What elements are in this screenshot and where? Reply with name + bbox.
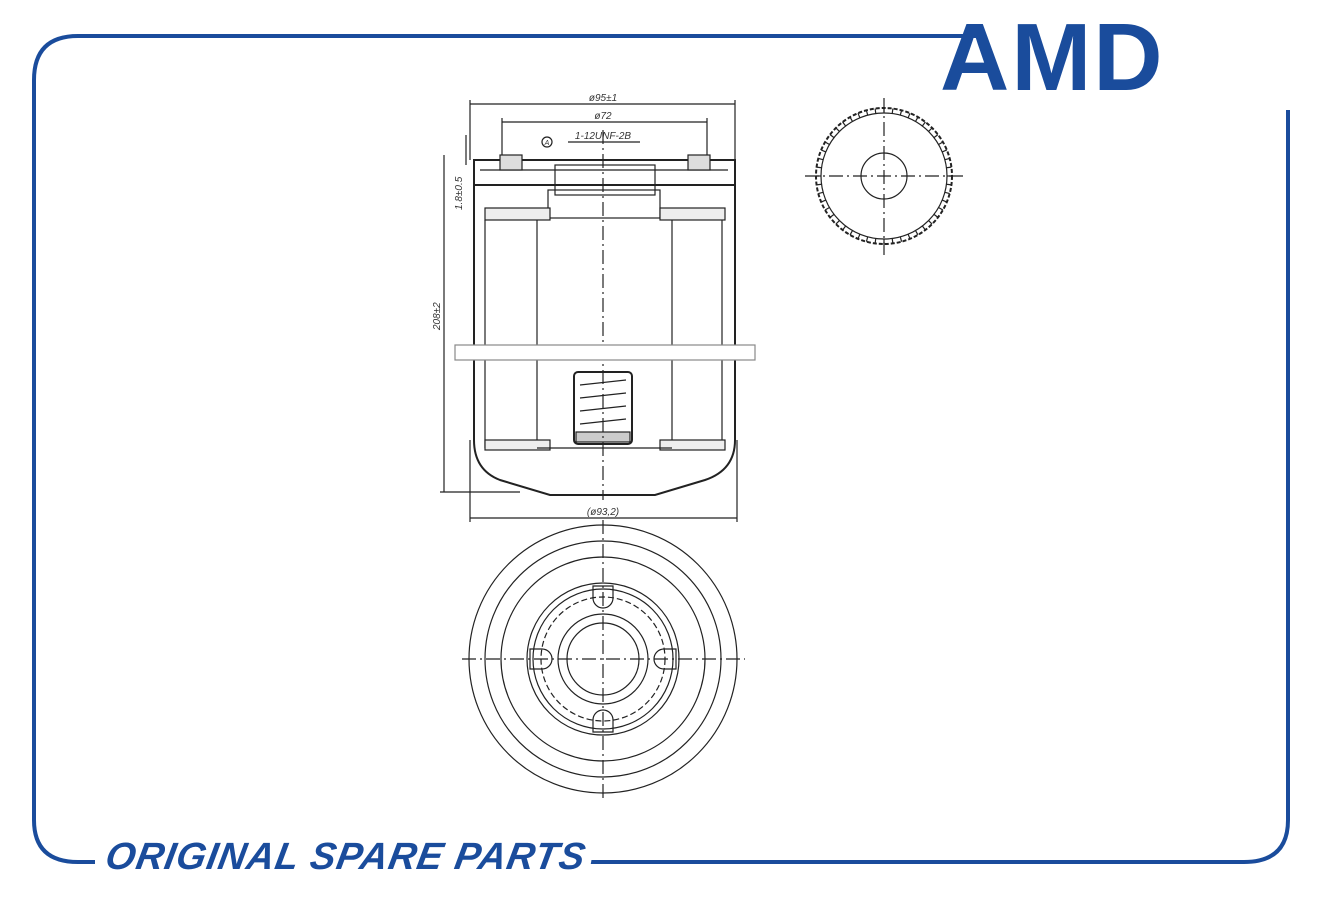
dim-body-diameter: (ø93,2) xyxy=(587,507,619,518)
knurl-tooth xyxy=(818,157,824,161)
knurl-tooth xyxy=(938,141,944,146)
top-view xyxy=(805,98,965,255)
knurl-tooth xyxy=(849,116,854,122)
knurl-tooth xyxy=(928,127,933,132)
knurl-tooth xyxy=(941,199,948,203)
knurl-tooth xyxy=(829,213,835,218)
dim-gasket-height: 1.8±0.5 xyxy=(454,176,465,210)
knurl-tooth xyxy=(835,220,840,225)
knurl-tooth xyxy=(907,233,911,240)
knurl-tooth xyxy=(874,238,877,244)
knurl-tooth xyxy=(891,108,894,114)
tagline: ORIGINAL SPARE PARTS xyxy=(96,836,595,878)
knurl-tooth xyxy=(857,233,861,240)
knurl-tooth xyxy=(899,110,903,116)
knurl-tooth xyxy=(938,206,944,211)
knurl-tooth xyxy=(944,191,950,195)
knurl-tooth xyxy=(921,121,926,127)
knurl-tooth xyxy=(933,213,939,218)
knurl-tooth xyxy=(857,112,861,119)
knurl-tooth xyxy=(914,230,919,236)
dim-thread: 1-12UNF-2B xyxy=(575,131,631,142)
knurl-tooth xyxy=(842,225,847,231)
knurl-tooth xyxy=(824,206,830,211)
knurl-tooth xyxy=(899,236,903,242)
knurl-tooth xyxy=(849,230,854,236)
knurl-tooth xyxy=(816,183,822,186)
dim-outer-diameter: ø95±1 xyxy=(589,93,617,104)
knurl-tooth xyxy=(818,191,824,195)
knurl-tooth xyxy=(835,127,840,132)
knurl-tooth xyxy=(842,121,847,127)
knurl-tooth xyxy=(829,134,835,139)
border-frame xyxy=(32,34,1290,864)
datum-label: A xyxy=(544,140,550,147)
knurl-tooth xyxy=(865,110,869,116)
knurl-tooth xyxy=(946,183,952,186)
knurl-tooth xyxy=(941,149,948,153)
knurl-tooth xyxy=(944,157,950,161)
knurl-tooth xyxy=(946,166,952,169)
knurl-tooth xyxy=(874,108,877,114)
knurl-tooth xyxy=(820,149,827,153)
knurl-tooth xyxy=(921,225,926,231)
knurl-tooth xyxy=(816,166,822,169)
dim-height: 208±2 xyxy=(432,302,443,331)
bottom-view xyxy=(462,520,745,798)
knurl-tooth xyxy=(914,116,919,122)
knurl-tooth xyxy=(928,220,933,225)
section-view xyxy=(440,100,756,522)
knurl-tooth xyxy=(820,199,827,203)
amd-logo: AMD xyxy=(940,4,1165,111)
knurl-tooth xyxy=(933,134,939,139)
dim-gasket-diameter: ø72 xyxy=(594,111,612,122)
knurl-tooth xyxy=(907,112,911,119)
knurl-tooth xyxy=(824,141,830,146)
knurl-tooth xyxy=(891,238,894,244)
knurl-tooth xyxy=(865,236,869,242)
